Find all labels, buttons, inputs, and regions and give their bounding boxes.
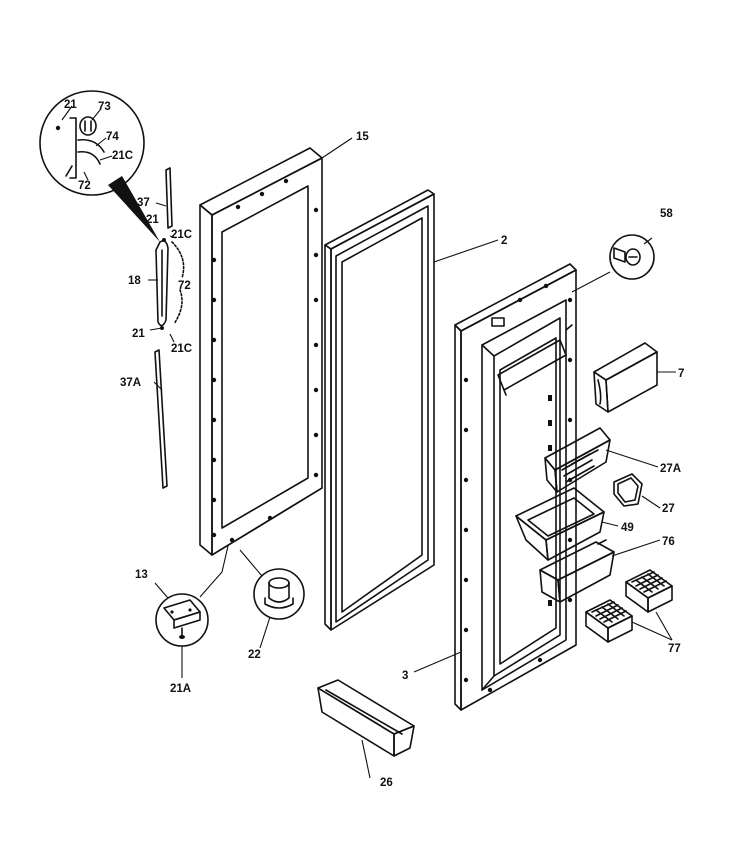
label-49: 49 [621,522,634,534]
door-frame-part-15 [199,147,323,556]
label-72: 72 [178,280,191,292]
liner-holes [463,283,573,693]
cover-part-7 [593,342,658,413]
bottom-tray-part-26 [317,679,415,757]
detail-pointer-wedge [108,176,160,242]
trim-strip-part-37A [154,349,168,489]
label-21C-upper: 21C [171,229,192,241]
label-27: 27 [662,503,675,515]
drip-tray-part-76 [539,539,615,603]
door-gasket-part-2 [324,189,435,631]
detail-label-21C: 21C [112,150,133,162]
label-15: 15 [356,131,369,143]
seal-part-27 [613,473,643,507]
trim-strip-part-37 [165,167,173,229]
hinge-detail-circle [39,90,145,196]
detail-label-73: 73 [98,101,111,113]
label-77: 77 [668,643,681,655]
label-21-lower: 21 [132,328,145,340]
label-18: 18 [128,275,141,287]
label-21C-lower: 21C [171,343,192,355]
label-22: 22 [248,649,261,661]
callout-labels: 15 2 3 58 7 27A 27 49 76 77 26 22 13 21A… [64,99,684,789]
label-2: 2 [501,235,507,247]
inner-door-liner-part-3 [454,263,577,711]
plug-part-22 [253,568,305,620]
handle-part-18 [155,238,185,330]
screw-part-58 [609,234,655,280]
grille-part-77-lower [585,599,633,643]
label-37A: 37A [120,377,141,389]
label-26: 26 [380,777,393,789]
label-7: 7 [678,368,684,380]
label-76: 76 [662,536,675,548]
label-3: 3 [402,670,408,682]
label-13: 13 [135,569,148,581]
label-58: 58 [660,208,673,220]
label-21A: 21A [170,683,191,695]
actuator-part-27A [544,427,611,493]
detail-label-74: 74 [106,131,119,143]
door-frame-holes [211,178,319,543]
leader-lines [61,105,676,779]
hinge-bracket-part-13 [155,593,209,647]
label-37: 37 [137,197,150,209]
label-21-upper: 21 [146,214,159,226]
detail-label-21: 21 [64,99,77,111]
tray-part-49 [515,487,605,561]
detail-label-72: 72 [78,180,91,192]
label-27A: 27A [660,463,681,475]
grille-part-77-upper [625,569,673,613]
